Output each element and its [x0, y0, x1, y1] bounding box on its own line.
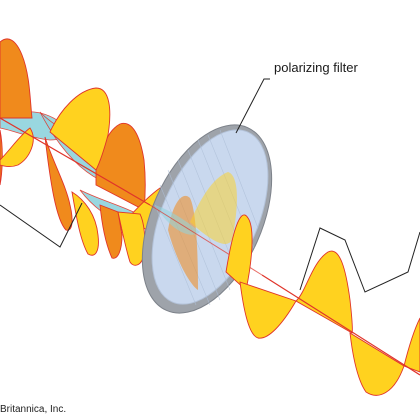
leader-lines	[0, 78, 420, 293]
yellow-wave-lobe	[117, 211, 146, 266]
orange-wave-lobe	[44, 136, 73, 231]
polarized-wave-lobe	[403, 317, 420, 373]
orange-wave-lobe	[99, 204, 123, 259]
polarized-wave-lobe	[295, 250, 353, 334]
polarized-wave-lobe	[349, 332, 405, 396]
unpolarized-bracket-line	[0, 202, 83, 248]
polarized-bracket-line	[299, 227, 420, 293]
polarized-wave-lobe	[225, 214, 253, 291]
filtered-yellow-wave	[190, 172, 237, 244]
polarized-light	[225, 214, 420, 396]
yellow-wave-lobe	[0, 127, 34, 168]
light-beam-axis-right	[261, 274, 420, 376]
light-beam-axis	[0, 117, 151, 206]
filtered-cyan-wave	[155, 205, 200, 235]
polarized-wave-lobe	[239, 281, 297, 339]
yellow-wave-lobe	[49, 87, 111, 171]
orange-wave-lobe	[0, 38, 33, 119]
filter-leader-line	[235, 78, 270, 134]
polarizing-filter-label: polarizing filter	[274, 60, 358, 75]
copyright-credit: Britannica, Inc.	[0, 404, 67, 415]
yellow-wave-lobe	[71, 191, 99, 256]
